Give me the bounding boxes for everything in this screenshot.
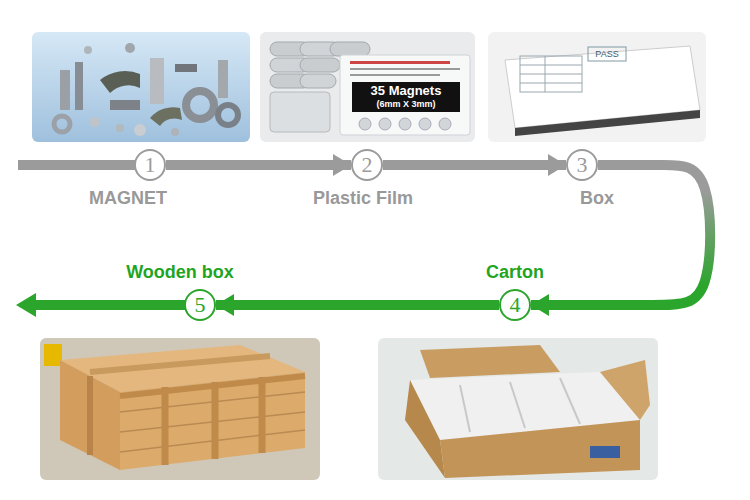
plastic-film-photo bbox=[352, 82, 460, 112]
step-circle: 3Box bbox=[566, 149, 598, 181]
plastic-film-photo bbox=[340, 55, 470, 135]
plastic-film-photo bbox=[260, 32, 475, 142]
box-photo bbox=[488, 32, 706, 142]
magnet-photo bbox=[186, 91, 214, 119]
magnet-photo bbox=[175, 64, 197, 72]
box-photo bbox=[520, 65, 582, 66]
magnet-photo bbox=[100, 71, 140, 93]
step-number: 5 bbox=[195, 294, 206, 316]
plastic-film-photo bbox=[379, 118, 391, 130]
carton-photo bbox=[378, 338, 658, 480]
wooden-box-photo bbox=[259, 377, 266, 453]
magnet-photo bbox=[75, 62, 83, 110]
step-circle: 1MAGNET bbox=[134, 149, 166, 181]
wooden-box-photo bbox=[90, 356, 270, 372]
wooden-box-photo bbox=[40, 338, 320, 480]
magnet-photo bbox=[125, 43, 135, 53]
flow-band bbox=[216, 300, 499, 310]
step-number: 3 bbox=[577, 154, 588, 176]
plastic-film-photo bbox=[300, 74, 336, 88]
plastic-film-photo bbox=[419, 118, 431, 130]
carton-photo bbox=[460, 385, 470, 432]
carton-photo bbox=[600, 360, 650, 420]
step-number: 1 bbox=[145, 154, 156, 176]
wooden-box-photo bbox=[60, 360, 120, 470]
flow-band bbox=[18, 160, 150, 170]
magnet-photo bbox=[32, 32, 250, 142]
photo-text: (6mm X 3mm) bbox=[352, 99, 460, 110]
box-photo bbox=[545, 56, 546, 92]
magnet-photo bbox=[60, 70, 70, 110]
flow-band bbox=[383, 160, 566, 170]
box-photo bbox=[488, 32, 706, 142]
magnet-photo bbox=[110, 100, 140, 110]
magnet-photo bbox=[134, 124, 146, 136]
step-label: Wooden box bbox=[126, 261, 234, 283]
box-photo bbox=[515, 110, 700, 136]
magnet-photo bbox=[150, 107, 182, 126]
plastic-film-photo bbox=[350, 74, 440, 76]
plastic-film-photo bbox=[399, 118, 411, 130]
wooden-box-photo bbox=[40, 338, 320, 480]
plastic-film-photo bbox=[350, 61, 450, 64]
box-photo bbox=[520, 74, 582, 75]
photo-text: 35 Magnets bbox=[352, 83, 460, 98]
wooden-box-photo bbox=[212, 382, 219, 459]
wooden-box-photo bbox=[120, 376, 305, 396]
wooden-box-photo bbox=[87, 376, 93, 455]
step-label: Plastic Film bbox=[313, 187, 413, 209]
step-number: 4 bbox=[510, 294, 521, 316]
plastic-film-photo bbox=[359, 118, 371, 130]
box-photo bbox=[588, 47, 626, 61]
flow-band bbox=[30, 300, 200, 310]
magnet-photo bbox=[32, 32, 250, 142]
magnet-photo bbox=[218, 60, 228, 98]
connectors bbox=[166, 165, 710, 305]
carton-photo bbox=[405, 380, 445, 478]
plastic-film-photo bbox=[350, 68, 460, 70]
magnet-photo bbox=[54, 116, 70, 132]
flow-arrowhead bbox=[16, 293, 36, 317]
wooden-box-photo bbox=[162, 387, 169, 465]
carton-photo bbox=[590, 446, 620, 458]
carton-photo bbox=[440, 420, 640, 478]
plastic-film-photo bbox=[260, 32, 475, 142]
magnet-photo bbox=[84, 46, 92, 54]
magnet-photo bbox=[116, 124, 124, 132]
flow-band bbox=[166, 160, 351, 170]
carton-photo bbox=[560, 378, 580, 424]
magnet-photo bbox=[218, 105, 238, 125]
magnet-photo bbox=[150, 58, 164, 104]
flow-band bbox=[531, 165, 710, 305]
step-circle: 2Plastic Film bbox=[351, 149, 383, 181]
step-number: 2 bbox=[362, 154, 373, 176]
box-photo bbox=[520, 83, 582, 84]
magnet-photo bbox=[90, 117, 100, 127]
step-label: Box bbox=[580, 187, 614, 209]
step-label: MAGNET bbox=[89, 187, 167, 209]
photo-text: PASS bbox=[588, 48, 626, 60]
wooden-box-photo bbox=[44, 344, 62, 366]
carton-photo bbox=[378, 338, 658, 480]
carton-photo bbox=[420, 345, 560, 378]
plastic-film-photo bbox=[439, 118, 451, 130]
step-circle: 5Wooden box bbox=[184, 289, 216, 321]
plastic-film-photo bbox=[330, 42, 370, 56]
plastic-film-photo bbox=[270, 92, 330, 132]
box-photo bbox=[520, 56, 582, 92]
magnet-photo bbox=[171, 128, 179, 136]
step-label: Carton bbox=[486, 261, 544, 283]
step-circle: 4Carton bbox=[499, 289, 531, 321]
wooden-box-photo bbox=[120, 372, 305, 470]
carton-photo bbox=[510, 382, 525, 428]
plastic-film-photo bbox=[300, 58, 340, 72]
